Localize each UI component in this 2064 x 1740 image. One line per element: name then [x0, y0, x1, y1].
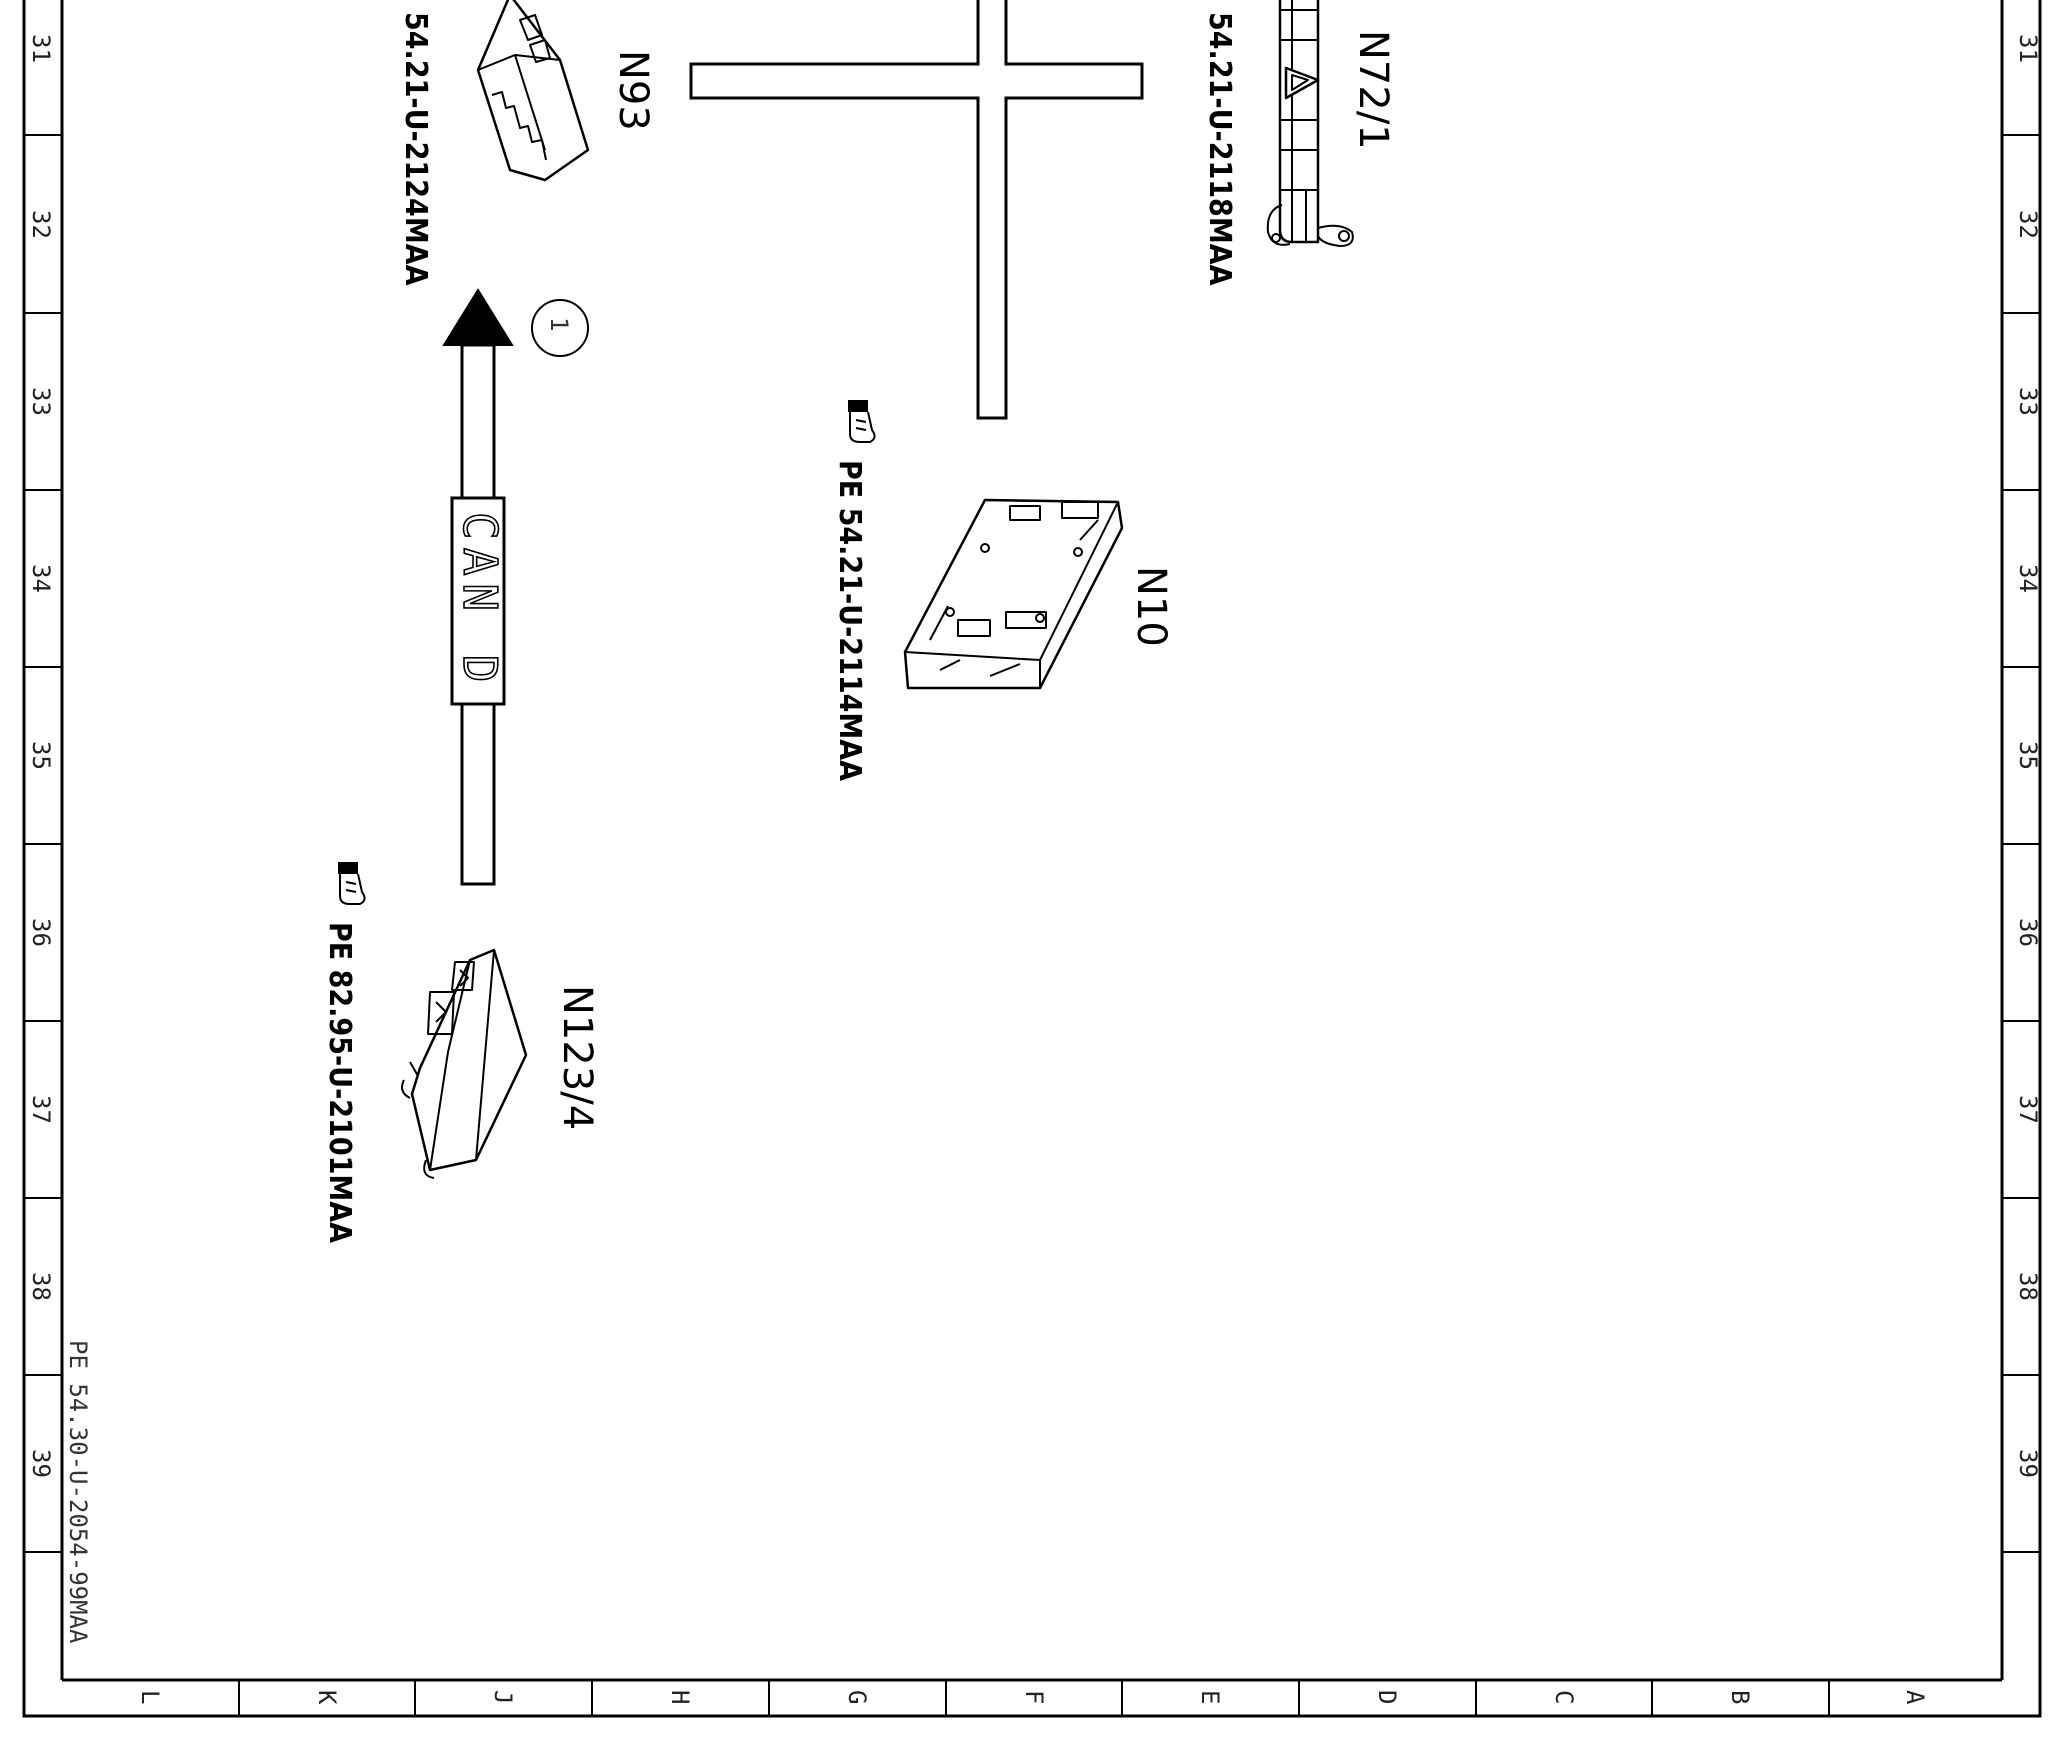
row-label: 39 — [27, 1449, 55, 1478]
component-n93-ref: 54.21-U-2124MAA — [398, 12, 433, 286]
row-label: 39 — [2014, 1449, 2042, 1478]
pointing-hand-icon — [338, 862, 366, 905]
row-label: 38 — [27, 1272, 55, 1301]
component-n123-4[interactable] — [401, 948, 528, 1179]
column-ticks — [238, 1680, 1830, 1716]
row-label: 33 — [27, 387, 55, 416]
component-n93[interactable] — [476, 0, 590, 182]
row-label: 34 — [27, 564, 55, 593]
pointing-hand-icon — [848, 400, 876, 443]
harness-cross-junction — [689, 0, 1144, 420]
row-label: 33 — [2014, 387, 2042, 416]
column-label: K — [313, 1690, 341, 1705]
row-labels-left: 31 32 33 34 35 36 37 38 39 — [27, 34, 55, 1478]
sheet-outer-border — [22, 0, 2042, 1718]
column-label: A — [1901, 1690, 1929, 1705]
component-n123-4-label: N123/4 — [554, 985, 600, 1130]
row-label: 35 — [2014, 741, 2042, 770]
column-label: G — [843, 1690, 871, 1704]
row-label: 36 — [2014, 918, 2042, 947]
row-label: 31 — [2014, 34, 2042, 63]
component-n10[interactable] — [903, 498, 1124, 690]
sheet-reference-code: PE 54.30-U-2054-99MAA — [64, 1340, 92, 1644]
component-n72-1-label: N72/1 — [1350, 30, 1396, 150]
column-label: E — [1196, 1690, 1224, 1704]
column-label: F — [1020, 1690, 1048, 1704]
svg-text:PE 54.21-U-2114MAA: PE 54.21-U-2114MAA — [832, 460, 867, 781]
row-label: 38 — [2014, 1272, 2042, 1301]
component-n93-label: N93 — [610, 50, 656, 131]
row-label: 37 — [27, 1095, 55, 1124]
can-d-bus-line[interactable]: CAN D — [442, 288, 514, 886]
bus-arrow-head — [442, 288, 514, 346]
warning-triangle-inner — [1291, 74, 1309, 91]
can-d-bus-label: CAN D — [453, 512, 507, 690]
row-label: 32 — [2014, 210, 2042, 239]
component-n72-1[interactable] — [1266, 0, 1354, 247]
row-label: 36 — [27, 918, 55, 947]
svg-text:PE 82.95-U-2101MAA: PE 82.95-U-2101MAA — [322, 922, 357, 1243]
row-label: 34 — [2014, 564, 2042, 593]
svg-text:1: 1 — [545, 317, 573, 331]
column-label: C — [1550, 1690, 1578, 1704]
row-label: 32 — [27, 210, 55, 239]
row-label: 31 — [27, 34, 55, 63]
row-label: 37 — [2014, 1095, 2042, 1124]
callout-1: 1 — [531, 299, 589, 357]
component-n123-4-ref-group: PE 82.95-U-2101MAA — [322, 862, 366, 1243]
column-label: L — [136, 1690, 164, 1704]
row-ticks — [24, 134, 2040, 1553]
column-label: B — [1726, 1690, 1754, 1704]
component-n72-1-ref: 54.21-U-2118MAA — [1202, 12, 1237, 286]
column-label: D — [1373, 1690, 1401, 1704]
row-label: 35 — [27, 741, 55, 770]
component-n10-ref-group: PE 54.21-U-2114MAA — [832, 400, 876, 781]
column-label: J — [489, 1690, 517, 1704]
row-labels-right: 31 32 33 34 35 36 37 38 39 — [2014, 34, 2042, 1478]
column-label: H — [666, 1690, 694, 1704]
component-n10-label: N10 — [1128, 566, 1174, 647]
